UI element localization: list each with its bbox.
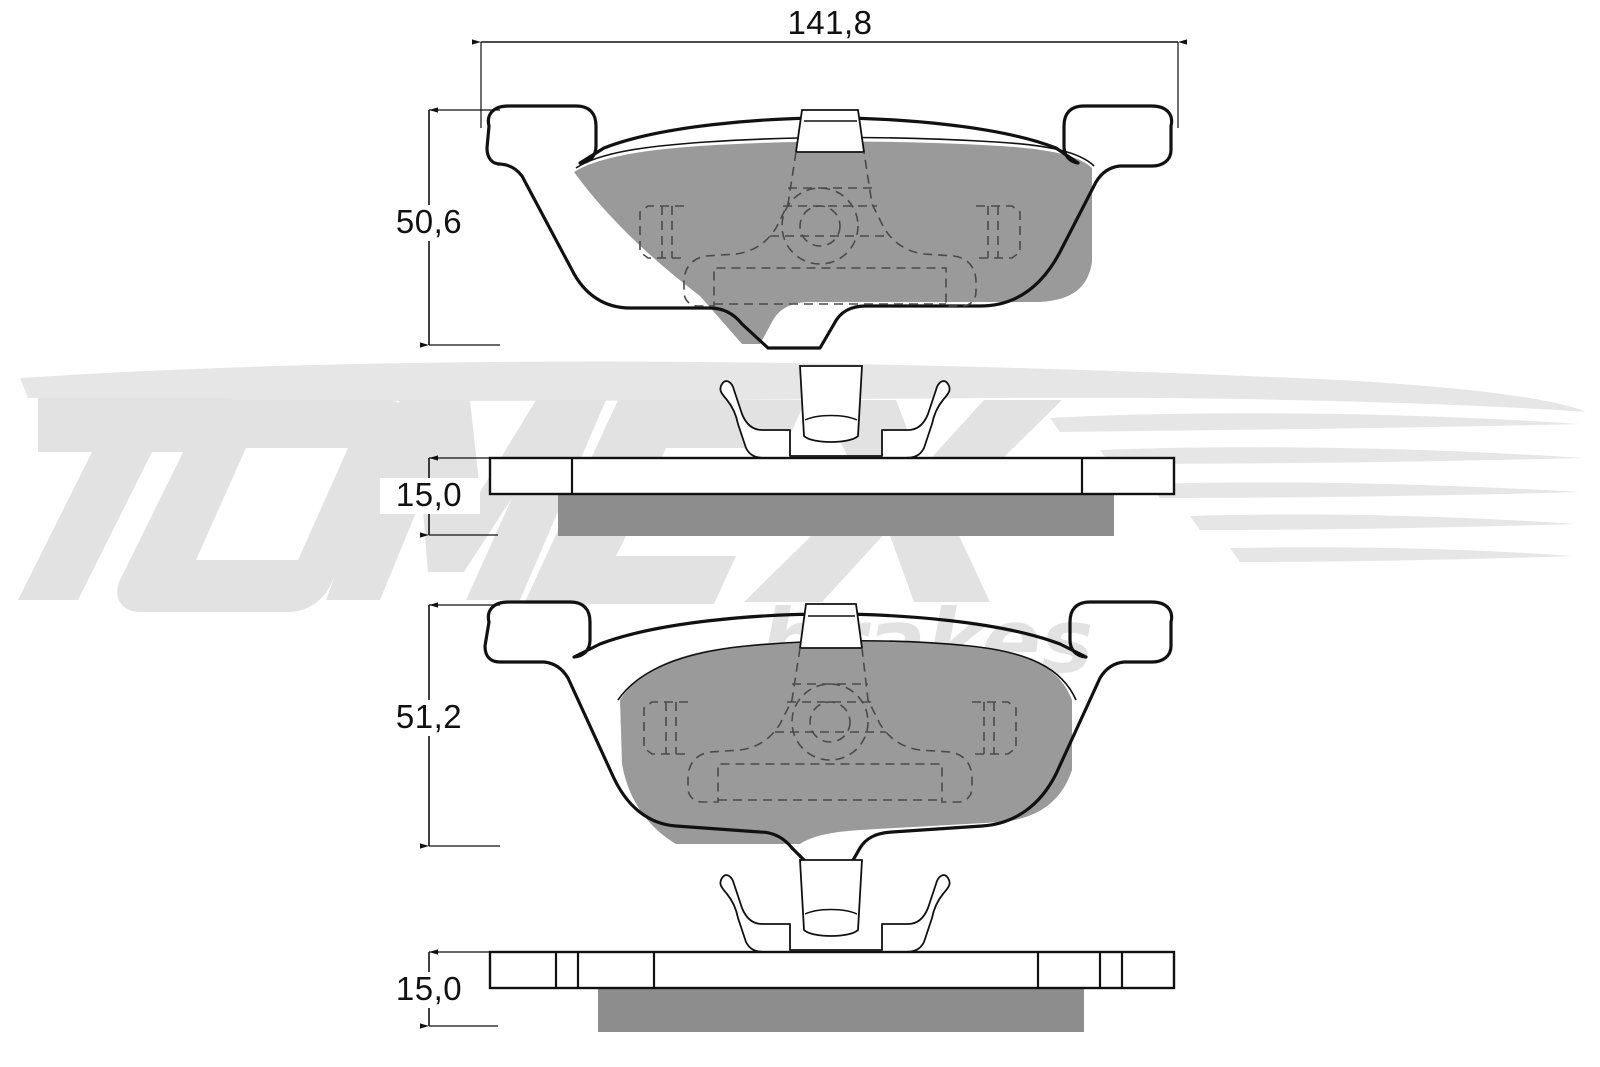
dim-text-pad2-height: 51,2 (396, 698, 462, 735)
view-pad-1-side: 15,0 (380, 455, 1176, 538)
dim-text-pad1-height: 50,6 (396, 203, 462, 240)
dimension-pad2-thickness: 15,0 (380, 949, 498, 1029)
pad1-backing-plate-outline (485, 104, 1174, 350)
pad1-side-friction-layer (558, 494, 1114, 536)
view-pad-2-front: 51,2 (380, 600, 1174, 864)
pad2-sensor-tab-body (798, 603, 864, 649)
pad2-side-backing-plate (488, 950, 1176, 990)
pad2-hidden-detail (643, 647, 1017, 803)
dim-text-pad1-thickness: 15,0 (396, 476, 462, 513)
pad1-side-backing-plate (488, 456, 1176, 496)
pad1-spring-clip-tab-line (804, 414, 858, 421)
pad1-hidden-detail (639, 151, 1021, 307)
pad2-backing-plate-outline (483, 600, 1174, 864)
pad1-sensor-tab-body (794, 109, 866, 153)
dim-label-bg-pad1-thk (380, 478, 480, 514)
view-pad-2-spring-clip (719, 859, 951, 953)
pad1-wear-sensor-tab (794, 109, 866, 153)
pad2-friction-surface (620, 640, 1072, 844)
dim-label-bg-pad1-height (380, 205, 480, 241)
dim-label-bg-width (770, 8, 890, 40)
pad1-friction-surface (574, 141, 1092, 344)
dim-text-width-overall: 141,8 (787, 4, 872, 41)
dimension-pad2-height: 51,2 (380, 602, 500, 849)
dim-label-bg-pad2-thk (380, 972, 480, 1008)
pad2-spring-clip-tab-line (804, 908, 858, 915)
pad2-side-friction-layer (598, 988, 1084, 1032)
dim-text-pad2-thickness: 15,0 (396, 970, 462, 1007)
dimension-width-overall: 141,8 (472, 4, 1187, 128)
view-pad-2-side: 15,0 (380, 949, 1176, 1032)
pad2-wear-sensor-tab (798, 603, 864, 649)
pad2-spring-clip-center-tab (799, 859, 863, 937)
dimension-pad1-height: 50,6 (380, 107, 500, 348)
dim-label-bg-pad2-height (380, 700, 480, 736)
view-pad-1-front: 141,8 50,6 (380, 4, 1187, 350)
pad1-spring-clip-center-tab (799, 365, 863, 443)
dimension-pad1-thickness: 15,0 (380, 455, 498, 538)
